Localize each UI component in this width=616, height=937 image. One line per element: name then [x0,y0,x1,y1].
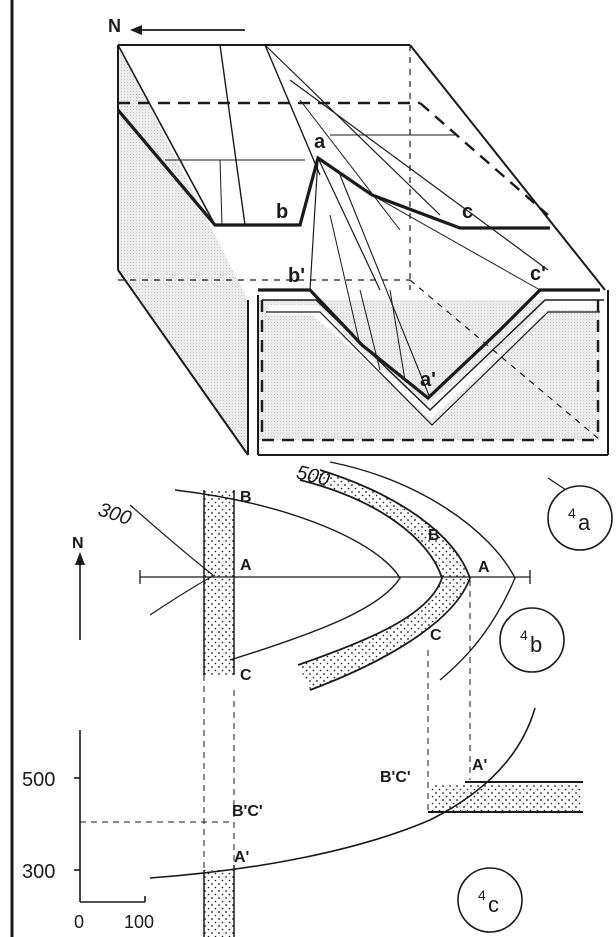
svg-text:4: 4 [478,887,486,903]
layer-left [204,870,234,937]
outcrop-band-v [298,470,470,690]
map-point-A-right: A [478,559,490,576]
point-a-prime: a' [420,369,436,391]
map-point-B-left: B [240,489,252,506]
map-point-C-left: C [240,667,252,684]
figure-label-4b: 4 b [499,607,565,673]
north-label-4b: N [72,535,84,552]
section-point-A-right: A' [472,757,487,774]
point-b: b [276,201,288,223]
map-4b [129,461,531,691]
contour-500 [329,461,516,681]
block-diagram-4a [116,44,609,456]
map-point-B-right: B [428,527,440,544]
point-b-prime: b' [288,265,305,287]
point-c-prime: c' [530,263,546,285]
svg-text:c: c [488,892,499,917]
north-arrow-4b: N [72,535,85,640]
point-c: c [462,201,473,223]
scale-hundred: 100 [124,912,154,932]
figure-label-4a: 4 a [547,477,613,551]
section-4c [74,580,583,937]
figure-label-4c: 4 c [457,867,523,933]
y-tick-300: 300 [22,861,55,883]
point-a: a [314,131,326,153]
section-point-A-left: A' [234,849,249,866]
svg-text:b: b [530,632,542,657]
svg-text:a: a [578,510,591,535]
map-point-A-left: A [240,557,252,574]
topographic-profile [149,707,536,879]
svg-text:4: 4 [568,505,576,521]
section-point-BC-left: B'C' [232,803,263,820]
y-tick-500: 500 [22,769,55,791]
contour-label-300: 300 [95,499,134,530]
contour-300 [174,489,401,661]
svg-text:4: 4 [520,627,528,643]
outcrop-band-left [204,490,234,675]
scale-zero: 0 [74,912,84,932]
map-point-C-right: C [430,627,442,644]
north-arrow-4a: N [108,16,245,36]
north-label-4a: N [108,16,121,36]
contour-label-500: 500 [294,462,332,491]
section-point-BC-right: B'C' [380,769,411,786]
